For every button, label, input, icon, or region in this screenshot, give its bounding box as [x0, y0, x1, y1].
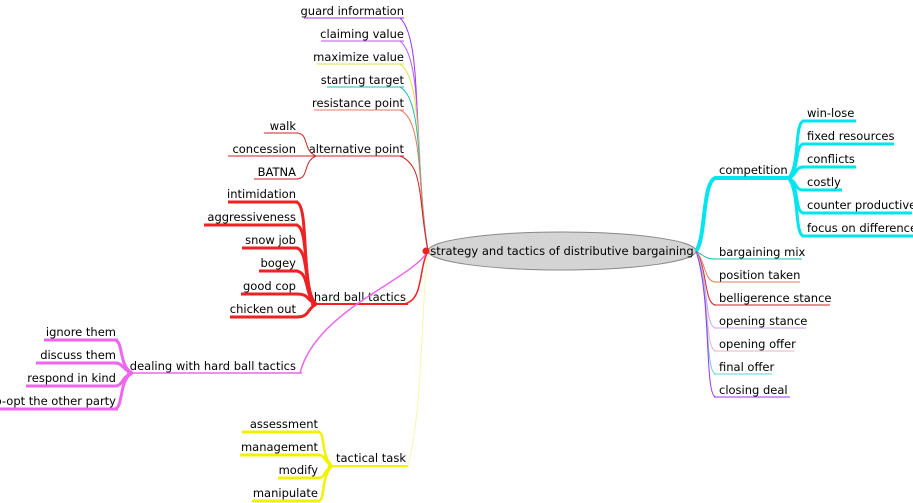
connector-batna	[295, 155, 317, 180]
node-opening-offer: opening offer	[719, 337, 796, 351]
connector-resistance	[399, 109, 429, 252]
node-co-opt-the-other-party: co-opt the other party	[0, 394, 116, 408]
dealing-junction-dot	[127, 370, 133, 376]
connector-walk	[295, 132, 317, 157]
tactical-junction-dot	[327, 463, 333, 469]
node-claiming-value: claiming value	[320, 27, 404, 41]
center-anchor-dot	[422, 247, 430, 255]
node-resistance-point: resistance point	[312, 96, 404, 110]
connector-closing-deal	[695, 250, 717, 398]
node-tactical-task: tactical task	[336, 451, 406, 465]
connector-competition	[694, 176, 717, 253]
branch-tactical-task[interactable]: tactical task assessment management modi…	[240, 250, 429, 503]
node-alternative-point: alternative point	[309, 142, 405, 156]
node-competition: competition	[719, 163, 788, 177]
node-assessment: assessment	[250, 417, 319, 431]
node-management: management	[241, 440, 319, 454]
node-hard-ball-tactics: hard ball tactics	[314, 290, 406, 304]
node-aggressiveness: aggressiveness	[207, 210, 296, 224]
branch-hard-ball-tactics[interactable]: hard ball tactics intimidation aggressiv…	[204, 187, 429, 319]
connector-alternative	[399, 155, 429, 252]
node-belligerence-stance: belligerence stance	[719, 291, 831, 305]
node-maximize-value: maximize value	[313, 50, 404, 64]
node-closing-deal: closing deal	[719, 383, 788, 397]
node-ignore-them: ignore them	[46, 325, 116, 339]
node-final-offer: final offer	[719, 360, 774, 374]
branch-dealing-with-hard-ball-tactics[interactable]: dealing with hard ball tactics ignore th…	[0, 250, 429, 411]
node-chicken-out: chicken out	[230, 302, 297, 316]
center-label: strategy and tactics of distributive bar…	[430, 244, 693, 258]
branch-resistance-point[interactable]: resistance point	[312, 96, 429, 252]
competition-junction-dot	[787, 175, 793, 181]
branch-opening-stance[interactable]: opening stance	[695, 250, 807, 329]
node-concession: concession	[232, 142, 296, 156]
node-bogey: bogey	[260, 256, 296, 270]
node-manipulate: manipulate	[253, 486, 318, 500]
branch-bargaining-mix[interactable]: bargaining mix	[695, 245, 806, 260]
node-batna: BATNA	[258, 165, 296, 179]
connector-tactical	[407, 250, 429, 467]
node-starting-target: starting target	[321, 73, 405, 87]
node-bargaining-mix: bargaining mix	[719, 245, 806, 259]
node-good-cop: good cop	[243, 279, 296, 293]
node-counter-productive: counter productive	[807, 198, 913, 212]
branch-alternative-point[interactable]: alternative point walk concession BATNA	[228, 119, 429, 252]
branch-closing-deal[interactable]: closing deal	[695, 250, 790, 398]
connector-opening-offer	[695, 250, 717, 352]
center-topic[interactable]: strategy and tactics of distributive bar…	[427, 231, 697, 271]
node-walk: walk	[270, 119, 297, 133]
connector-hardball	[403, 250, 429, 305]
node-modify: modify	[279, 463, 319, 477]
node-discuss-them: discuss them	[40, 348, 116, 362]
node-position-taken: position taken	[719, 268, 800, 282]
connector-bargaining-mix	[695, 250, 717, 260]
branch-position-taken[interactable]: position taken	[695, 250, 800, 283]
connector-position-taken	[695, 250, 717, 283]
node-guard-information: guard information	[301, 4, 405, 18]
node-dealing-with-hard-ball-tactics: dealing with hard ball tactics	[130, 359, 296, 373]
node-win-lose: win-lose	[807, 106, 854, 120]
node-respond-in-kind: respond in kind	[27, 371, 116, 385]
branch-competition[interactable]: competition win-lose fixed resources con…	[694, 106, 913, 253]
node-intimidation: intimidation	[227, 187, 296, 201]
connector-dealing	[299, 250, 429, 374]
node-conflicts: conflicts	[807, 152, 855, 166]
node-fixed-resources: fixed resources	[807, 129, 894, 143]
node-focus-on-difference: focus on difference	[807, 221, 913, 235]
node-costly: costly	[807, 175, 841, 189]
connector-focus	[786, 176, 805, 238]
node-opening-stance: opening stance	[719, 314, 807, 328]
hardball-junction-dot	[311, 301, 317, 307]
node-snow-job: snow job	[245, 233, 296, 247]
